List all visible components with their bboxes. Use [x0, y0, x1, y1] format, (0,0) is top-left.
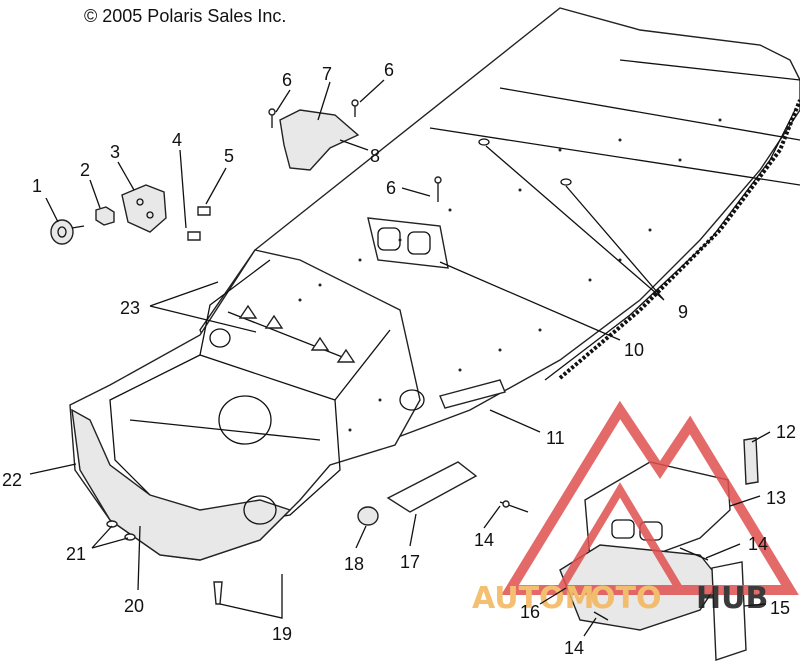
tunnel-seam-1	[429, 127, 800, 186]
bulkhead-opening-2	[209, 328, 231, 348]
watermark-text-right: HUB	[696, 581, 768, 616]
callout-18: 18	[344, 554, 364, 574]
screw	[197, 206, 211, 216]
watermark-mountain-icon	[501, 400, 799, 595]
watermark-text-left: AUTOM	[472, 581, 594, 616]
copyright-notice: © 2005 Polaris Sales Inc.	[84, 6, 287, 26]
bulkhead-opening-4	[399, 389, 425, 411]
watermark-text-mid: OTO	[590, 581, 661, 616]
side-rail-hatch	[558, 99, 800, 380]
callout-2: 2	[80, 160, 90, 180]
tunnel-seam-3	[619, 59, 800, 81]
plug-cap	[357, 506, 379, 526]
callout-1: 1	[32, 176, 42, 196]
bulkhead-cross-1	[129, 419, 321, 441]
watermark-logo: AUTOM OTO HUB	[472, 400, 799, 616]
callout-9: 9	[678, 302, 688, 322]
cover-plate	[386, 461, 478, 513]
leader-lines	[29, 79, 771, 637]
mount-bracket	[121, 184, 167, 233]
callout-labels: 1 2 3 4 5 6 6 6 7 8 9 10 11 12 13 14 14 …	[2, 60, 796, 658]
callout-20: 20	[124, 596, 144, 616]
callout-6-top-left: 6	[282, 70, 292, 90]
hex-nut	[95, 206, 115, 226]
callout-14-right: 14	[748, 534, 768, 554]
upper-bracket	[279, 109, 360, 171]
chassis	[69, 7, 800, 561]
callout-3: 3	[110, 142, 120, 162]
callout-17: 17	[400, 552, 420, 572]
callout-19: 19	[272, 624, 292, 644]
bulkhead-opening-3	[243, 495, 277, 525]
callout-8: 8	[370, 146, 380, 166]
callout-10: 10	[624, 340, 644, 360]
callout-21: 21	[66, 544, 86, 564]
pivot-1	[238, 304, 258, 319]
pivot-2	[264, 314, 284, 329]
callout-23: 23	[120, 298, 140, 318]
callout-15: 15	[770, 598, 790, 618]
tunnel-seam-2	[499, 87, 800, 141]
bulkhead-opening-1	[218, 395, 272, 445]
callout-14-bottom: 14	[474, 530, 494, 550]
callout-22: 22	[2, 470, 22, 490]
bulkhead-cross-3	[334, 329, 391, 401]
push-rivet-19	[213, 581, 223, 605]
side-rail-edge	[544, 109, 796, 381]
steering-post	[227, 311, 351, 361]
callout-14-lower: 14	[564, 638, 584, 658]
callout-7: 7	[322, 64, 332, 84]
callout-4: 4	[172, 130, 182, 150]
callout-6-middle: 6	[386, 178, 396, 198]
pin-14c	[593, 611, 609, 621]
bolt-12	[743, 437, 759, 485]
bulkhead-inner	[109, 354, 341, 526]
callout-11: 11	[546, 428, 565, 448]
loose-parts-bottom	[106, 461, 529, 605]
rear-bar	[439, 379, 506, 409]
pivot-4	[336, 348, 356, 363]
pin-14b	[679, 547, 709, 561]
callout-13: 13	[766, 488, 786, 508]
grommet	[50, 219, 74, 245]
callout-5: 5	[224, 146, 234, 166]
bolt-small	[187, 231, 201, 241]
loose-parts-left	[50, 99, 442, 245]
callout-12: 12	[776, 422, 796, 442]
bulkhead-cross-2	[199, 259, 271, 356]
callout-6-top-right: 6	[384, 60, 394, 80]
front-lower-block	[71, 408, 292, 561]
pivot-3	[310, 336, 330, 351]
callout-16: 16	[520, 602, 540, 622]
bracket-hole-2	[407, 231, 431, 255]
